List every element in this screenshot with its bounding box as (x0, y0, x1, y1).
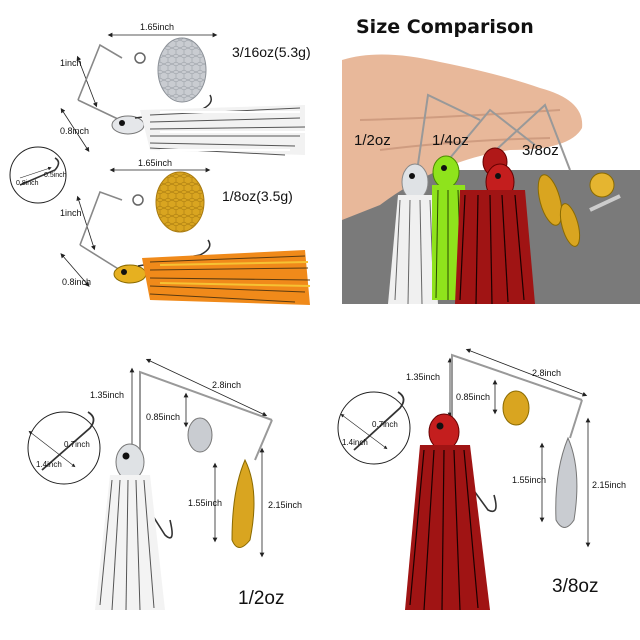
half-oz-drawing (27, 358, 273, 611)
lure-head (115, 443, 145, 481)
dimension-line (60, 107, 90, 153)
wire-arm (451, 353, 583, 425)
total-length-label: 2.8inch (212, 380, 242, 390)
panel-small-spinnerbaits: 1.65inch 1inch 0.8inch 3/16oz(5.3g) 0.5i… (0, 0, 320, 320)
hook-inset-b-label: 0.8inch (16, 180, 39, 187)
hook-inset-a-label: 0.5inch (44, 172, 67, 179)
silver-skirt (140, 105, 306, 156)
lure2-height-label: 1inch (60, 208, 82, 218)
lure1-height-label: 1inch (60, 58, 82, 68)
hook-inset (9, 146, 67, 204)
comparison-label-three-eighth-oz: 3/8oz (522, 142, 559, 159)
weight-label: 3/8oz (552, 576, 599, 597)
panel-half-oz: 1.35inch 2.8inch 0.85inch 1.55inch 2.15i… (0, 320, 320, 640)
large-blade-label: 1.55inch (512, 475, 547, 485)
silver-willow-blade (555, 436, 578, 528)
lure2-width-label: 1.65inch (138, 158, 173, 168)
red-skirt (405, 445, 490, 611)
wire-arm (139, 370, 273, 450)
lure1-arm-label: 0.8inch (60, 126, 90, 136)
lure-head (428, 413, 460, 451)
lure-head (111, 115, 145, 135)
silver-skirt (95, 475, 165, 611)
large-blade-label: 1.55inch (188, 498, 223, 508)
arm-length-label: 1.35inch (406, 372, 441, 382)
gold-blade (502, 390, 530, 426)
panel-size-comparison: Size Comparison (320, 0, 640, 320)
weight-label: 1/2oz (238, 588, 285, 609)
hook-b-label: 1.4inch (342, 438, 368, 447)
comparison-label-quarter-oz: 1/4oz (432, 132, 469, 149)
overall-height-label: 2.15inch (592, 480, 627, 490)
comparison-title: Size Comparison (356, 16, 534, 38)
small-spinnerbait-drawing (9, 32, 311, 305)
dimension-line (76, 195, 96, 251)
gold-blade (537, 174, 563, 226)
lure2-arm-label: 0.8inch (62, 277, 92, 287)
panel-three-eighth-oz: 1.35inch 2.8inch 0.85inch 1.55inch 2.15i… (320, 320, 640, 640)
hook-a-label: 0.7inch (64, 440, 90, 449)
hook-b-label: 1.4inch (36, 460, 62, 469)
comparison-photo (342, 52, 640, 305)
lure2-weight-label: 1/8oz(3.5g) (222, 188, 293, 204)
gold-willow-blade (231, 458, 255, 548)
dimension-line (76, 55, 98, 108)
lure1-weight-label: 3/16oz(5.3g) (232, 44, 311, 60)
lure-head (113, 264, 147, 284)
lure-head-silver (401, 163, 429, 201)
overall-height-label: 2.15inch (268, 500, 303, 510)
silver-blade (187, 417, 213, 453)
lure-head-lime (432, 155, 460, 189)
small-blade-label: 0.85inch (456, 392, 491, 402)
dimension-line (60, 253, 90, 287)
wire-arm (77, 43, 123, 101)
hook-a-label: 0.7inch (372, 420, 398, 429)
total-length-label: 2.8inch (532, 368, 562, 378)
gold-blade (589, 172, 615, 198)
three-eighth-oz-drawing (337, 348, 591, 611)
comparison-label-half-oz: 1/2oz (354, 132, 391, 149)
arm-length-label: 1.35inch (90, 390, 125, 400)
lure1-width-label: 1.65inch (140, 22, 175, 32)
red-skirt (455, 190, 535, 305)
orange-skirt (142, 250, 311, 305)
small-blade-label: 0.85inch (146, 412, 181, 422)
